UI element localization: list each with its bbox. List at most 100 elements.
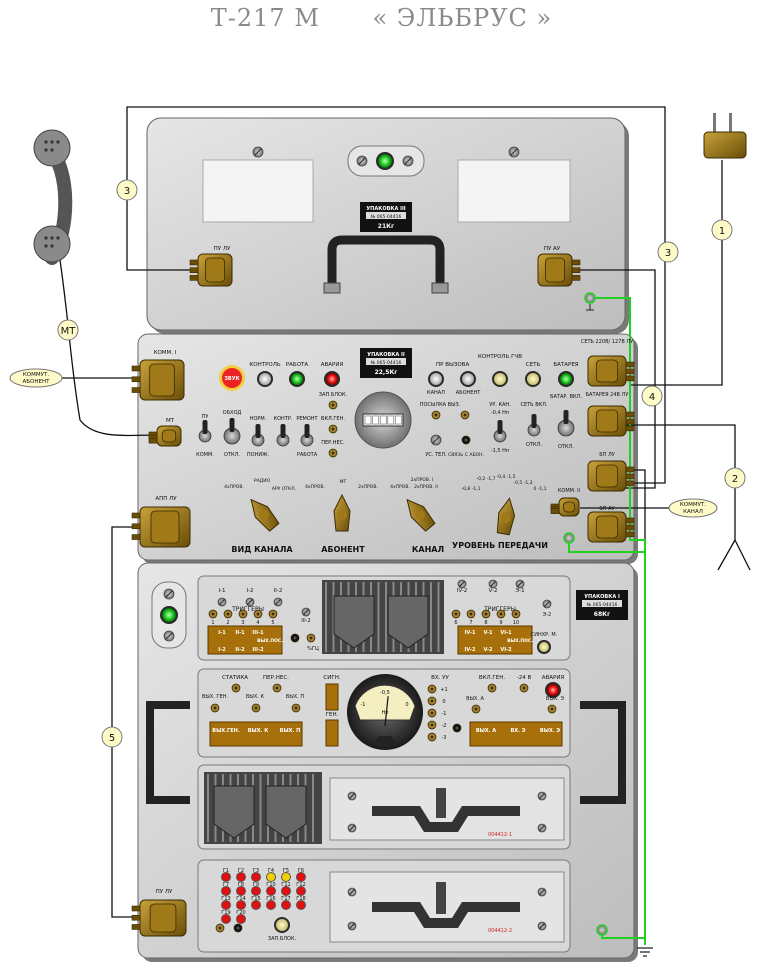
fuse-indicator[interactable] xyxy=(251,900,261,910)
pack2-set-toggle[interactable] xyxy=(527,414,541,437)
fuse-indicator[interactable] xyxy=(281,872,291,882)
pack2-ground-terminal[interactable] xyxy=(563,532,575,544)
fuse-indicator[interactable] xyxy=(221,872,231,882)
telephone-handset-icon[interactable] xyxy=(33,129,73,265)
unit2-avaria-lamp[interactable] xyxy=(545,682,561,698)
fuse-indicator[interactable] xyxy=(281,886,291,896)
fuse-indicator[interactable] xyxy=(296,900,306,910)
unit2-vykh-a-jack[interactable] xyxy=(471,704,481,714)
knob-abonent[interactable] xyxy=(333,493,351,532)
unit2-level-jack[interactable] xyxy=(427,720,437,730)
pack2-zvuk-button[interactable]: ЗВУК xyxy=(219,365,245,391)
trigger-jack[interactable] xyxy=(496,609,506,619)
latch-lever[interactable] xyxy=(436,882,446,914)
pack2-socket-batareya[interactable] xyxy=(587,405,635,437)
pack2-pu-toggle[interactable] xyxy=(198,420,212,443)
fuse-indicator[interactable] xyxy=(266,886,276,896)
pack1-sinkhr-lamp[interactable] xyxy=(537,640,551,654)
pack3-connector-pu-au[interactable] xyxy=(537,253,581,287)
pack2-avaria-lamp[interactable] xyxy=(324,371,340,387)
unit2-vykh-p-jack[interactable] xyxy=(291,703,301,713)
pack2-rabota-lamp[interactable] xyxy=(289,371,305,387)
knob-vid[interactable] xyxy=(245,495,280,533)
unit2-ground-jack[interactable] xyxy=(452,723,462,733)
trigger-jack[interactable] xyxy=(481,609,491,619)
pack2-connector-app-lu[interactable] xyxy=(131,506,191,548)
fuse-indicator[interactable] xyxy=(221,900,231,910)
pack2-socket-bp-lu[interactable] xyxy=(587,460,635,492)
unit2-vykh-gen-jack[interactable] xyxy=(210,703,220,713)
pack2-set-lamp[interactable] xyxy=(525,371,541,387)
pack2-kontr-toggle[interactable] xyxy=(276,424,290,447)
knob-kanal[interactable] xyxy=(401,495,436,533)
pack2-ur-kan-toggle[interactable] xyxy=(493,420,507,443)
fuse-indicator[interactable] xyxy=(296,886,306,896)
pack2-obkhod-toggle[interactable] xyxy=(223,418,241,445)
pack2-socket-bp-au[interactable] xyxy=(587,511,635,543)
pack1-green-lamp[interactable] xyxy=(160,606,178,624)
unit2-per-nes-jack[interactable] xyxy=(272,683,282,693)
pack3-carry-handle[interactable] xyxy=(323,235,449,294)
pack2-norm-toggle[interactable] xyxy=(251,424,265,447)
unit2-level-jack[interactable] xyxy=(427,696,437,706)
unit4-ground-terminal[interactable] xyxy=(596,924,608,936)
pack2-batareya-lamp[interactable] xyxy=(558,371,574,387)
trigger-jack[interactable] xyxy=(238,609,248,619)
unit2-vykh-k-jack[interactable] xyxy=(251,703,261,713)
fuse-indicator[interactable] xyxy=(266,872,276,882)
fuse-indicator[interactable] xyxy=(221,886,231,896)
unit4-connector-pu-lu[interactable] xyxy=(131,899,187,937)
pack1-kgc-jack[interactable] xyxy=(306,633,316,643)
pack2-mt-socket[interactable] xyxy=(148,425,182,447)
pack2-socket-komm2[interactable] xyxy=(550,497,580,517)
pack2-kontrol-gch-lamp[interactable] xyxy=(492,371,508,387)
trigger-jack[interactable] xyxy=(253,609,263,619)
unit2-vykh-e-jack[interactable] xyxy=(547,704,557,714)
fuse-indicator[interactable] xyxy=(251,872,261,882)
trigger-jack[interactable] xyxy=(511,609,521,619)
pack2-vkl-gen-jack[interactable] xyxy=(328,424,338,434)
fuse-indicator[interactable] xyxy=(251,886,261,896)
unit2-vkl-gen-jack[interactable] xyxy=(487,683,497,693)
trigger-jack[interactable] xyxy=(268,609,278,619)
pack3-green-lamp[interactable] xyxy=(376,152,394,170)
trigger-jack[interactable] xyxy=(223,609,233,619)
unit4-jack[interactable] xyxy=(215,923,225,933)
unit2-level-jack[interactable] xyxy=(427,708,437,718)
pack2-kanal-lamp[interactable] xyxy=(428,371,444,387)
fuse-indicator[interactable] xyxy=(236,900,246,910)
pack2-socket-set[interactable] xyxy=(587,355,635,387)
pack2-batar-toggle[interactable] xyxy=(557,410,575,437)
trigger-jack[interactable] xyxy=(451,609,461,619)
pack1-right-handle[interactable] xyxy=(580,701,626,804)
latch-lever[interactable] xyxy=(436,788,446,818)
fuse-indicator[interactable] xyxy=(236,886,246,896)
unit2-statika-jack[interactable] xyxy=(231,683,241,693)
fuse-indicator[interactable] xyxy=(266,900,276,910)
trigger-jack[interactable] xyxy=(466,609,476,619)
pack1-left-handle[interactable] xyxy=(146,701,190,804)
unit2-level-jack[interactable] xyxy=(427,732,437,742)
pack2-per-nes-jack[interactable] xyxy=(328,448,338,458)
fuse-indicator[interactable] xyxy=(236,914,246,924)
pack2-remont-toggle[interactable] xyxy=(300,424,314,447)
unit2-24v-jack[interactable] xyxy=(519,683,529,693)
pack3-connector-pu-lu[interactable] xyxy=(189,253,233,287)
unit4-zap-blok-lamp[interactable] xyxy=(274,917,290,933)
trigger-jack[interactable] xyxy=(208,609,218,619)
pack2-svyaz-jack[interactable] xyxy=(461,435,471,445)
fuse-indicator[interactable] xyxy=(281,900,291,910)
pack3-ground-terminal[interactable] xyxy=(584,292,596,311)
unit4-ground-jack[interactable] xyxy=(233,923,243,933)
pack2-connector-komm1[interactable] xyxy=(131,359,185,401)
pack2-zap-blok-jack[interactable] xyxy=(328,400,338,410)
pack2-posylka-jack[interactable] xyxy=(431,410,441,420)
knob-uroven[interactable] xyxy=(495,497,517,536)
pack2-abonent-lamp[interactable] xyxy=(460,371,476,387)
pack1-ground-jack[interactable] xyxy=(290,633,300,643)
fuse-indicator[interactable] xyxy=(296,872,306,882)
pack2-kontrol-lamp[interactable] xyxy=(257,371,273,387)
fuse-indicator[interactable] xyxy=(236,872,246,882)
fuse-indicator[interactable] xyxy=(221,914,231,924)
pack2-posylka-jack[interactable] xyxy=(460,410,470,420)
